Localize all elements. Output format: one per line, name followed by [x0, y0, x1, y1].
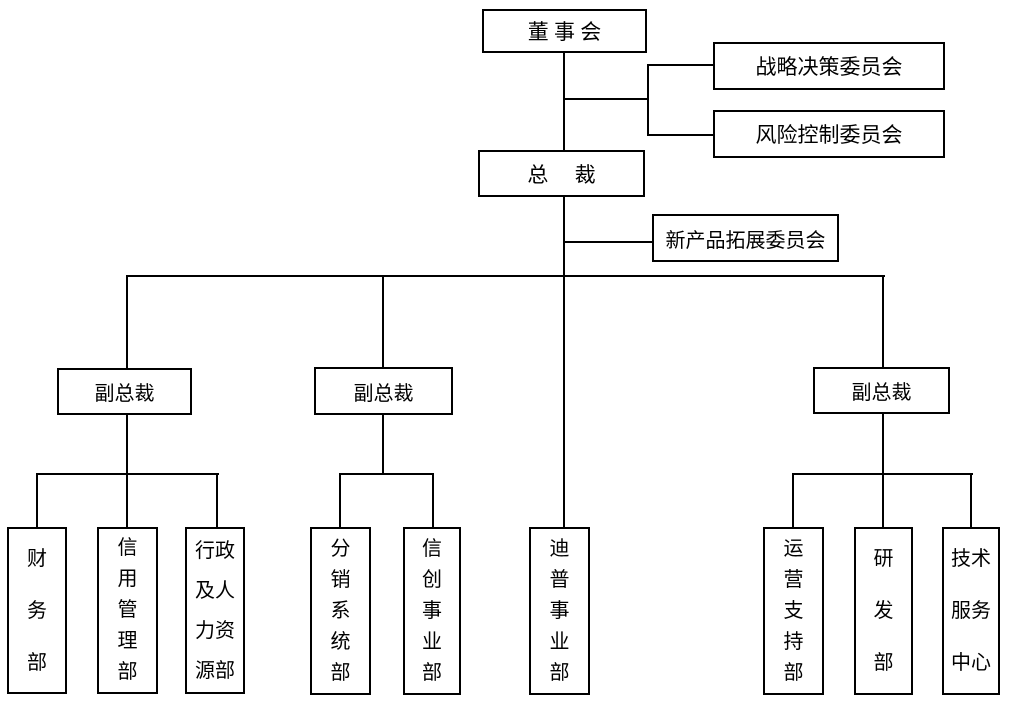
node-finance-dept: 财 务 部: [7, 527, 67, 694]
edge-drop-xinchuang: [432, 473, 434, 527]
node-vp-middle: 副总裁: [314, 367, 453, 415]
edge-president-trunk: [563, 197, 565, 277]
edge-trunk-to-committee-bracket: [563, 98, 649, 100]
edge-bus-to-vp-right: [882, 275, 884, 367]
node-vp-left: 副总裁: [57, 368, 192, 415]
node-board-of-directors: 董 事 会: [482, 9, 647, 53]
edge-drop-credit: [126, 473, 128, 527]
edge-trunk-to-new-product-committee: [563, 241, 652, 243]
edge-drop-rd: [882, 473, 884, 527]
node-rd-dept: 研 发 部: [854, 527, 913, 695]
node-risk-control-committee: 风险控制委员会: [713, 110, 945, 158]
node-strategy-committee: 战略决策委员会: [713, 42, 945, 90]
edge-vp-left-down: [126, 415, 128, 474]
node-president: 总 裁: [478, 150, 645, 197]
edge-vp-middle-down: [382, 415, 384, 475]
edge-drop-tech-service: [970, 473, 972, 527]
node-credit-management-dept: 信 用 管 理 部: [97, 527, 158, 694]
node-tech-service-center: 技术 服务 中心: [942, 527, 1000, 695]
edge-board-president: [563, 53, 565, 150]
edge-middle-group-bus: [339, 473, 434, 475]
edge-bus-to-vp-middle: [382, 275, 384, 367]
node-admin-hr-dept: 行政 及人 力资 源部: [185, 527, 245, 694]
node-dipu-business-dept: 迪 普 事 业 部: [529, 527, 590, 695]
edge-drop-finance: [36, 473, 38, 527]
edge-trunk-to-dipu-dept: [563, 275, 565, 527]
node-operations-support-dept: 运 营 支 持 部: [763, 527, 824, 695]
edge-bus-to-vp-left: [126, 275, 128, 368]
edge-vp-right-down: [882, 414, 884, 475]
node-new-product-committee: 新产品拓展委员会: [652, 214, 839, 262]
edge-bracket-to-risk-committee: [647, 134, 713, 136]
node-xinchuang-business-dept: 信 创 事 业 部: [403, 527, 461, 695]
node-distribution-system-dept: 分 销 系 统 部: [310, 527, 371, 695]
edge-drop-admin-hr: [216, 473, 218, 527]
edge-bracket-to-strategy-committee: [647, 64, 713, 66]
node-vp-right: 副总裁: [813, 367, 950, 414]
edge-drop-distribution: [339, 473, 341, 527]
edge-committee-bracket-vertical: [647, 64, 649, 136]
edge-drop-operations: [792, 473, 794, 527]
edge-distribution-bus: [126, 275, 885, 277]
